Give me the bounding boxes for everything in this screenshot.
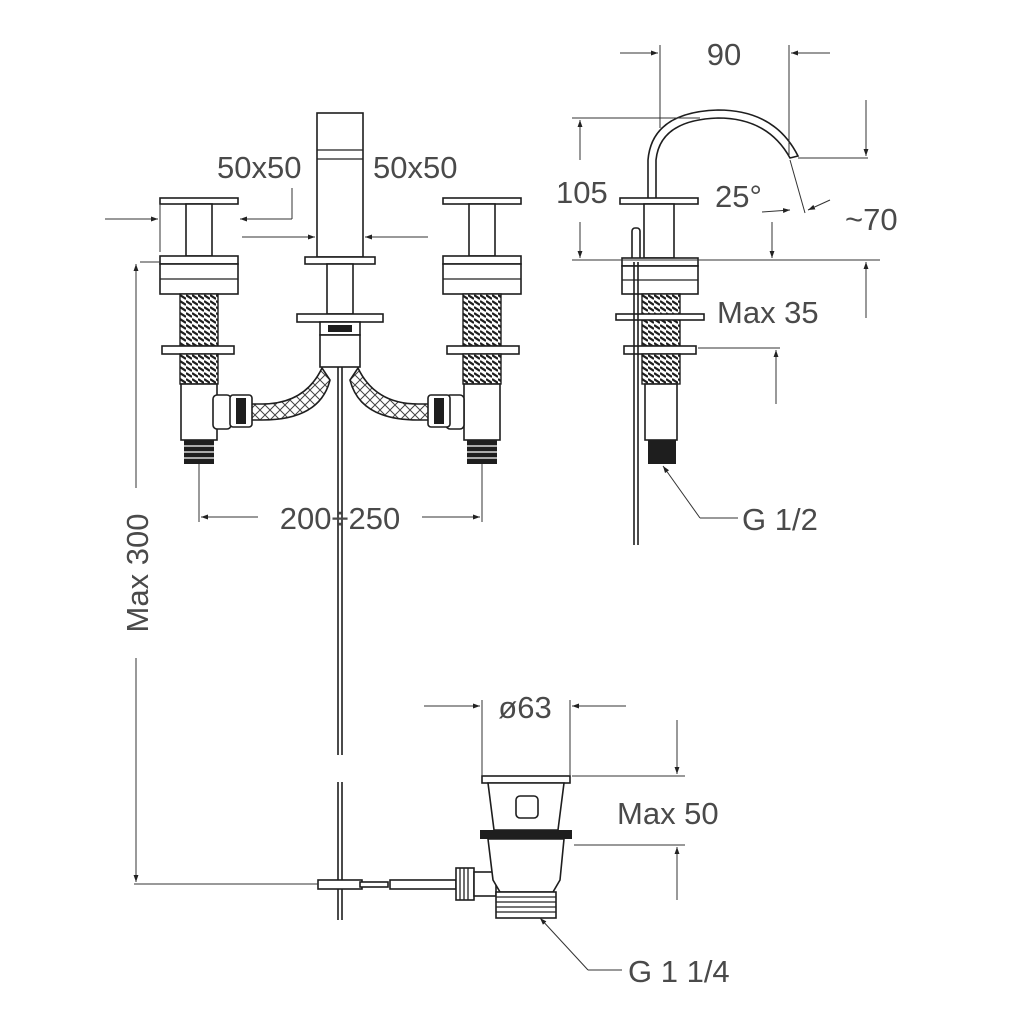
spout-reach-label: 90 xyxy=(707,37,741,72)
spout-outlet-label: ~70 xyxy=(845,202,898,237)
inlet-thread-label: G 1/2 xyxy=(742,502,818,537)
spacing-label: 200÷250 xyxy=(280,501,400,536)
braided-hoses xyxy=(229,366,451,428)
spout-height-label: 105 xyxy=(556,175,608,210)
front-dimensions xyxy=(105,188,483,885)
spout-angle-label: 25° xyxy=(715,179,762,214)
waste-dimensions xyxy=(424,700,685,971)
left-valve xyxy=(159,197,239,464)
waste-fitting xyxy=(480,775,572,919)
max-pipe-length-label: Max 300 xyxy=(120,514,155,633)
max-deck-thickness-label: Max 35 xyxy=(717,295,819,330)
popup-rod xyxy=(317,367,497,920)
right-valve xyxy=(442,197,522,464)
max-basin-thickness-label: Max 50 xyxy=(617,796,719,831)
side-dimensions xyxy=(572,45,880,519)
handle-size-right-label: 50x50 xyxy=(373,150,457,185)
spout-body xyxy=(296,112,384,368)
waste-thread-label: G 1 1/4 xyxy=(628,954,730,989)
side-view-mixer xyxy=(615,109,800,545)
handle-size-left-label: 50x50 xyxy=(217,150,301,185)
waste-diameter-label: ø63 xyxy=(498,690,551,725)
